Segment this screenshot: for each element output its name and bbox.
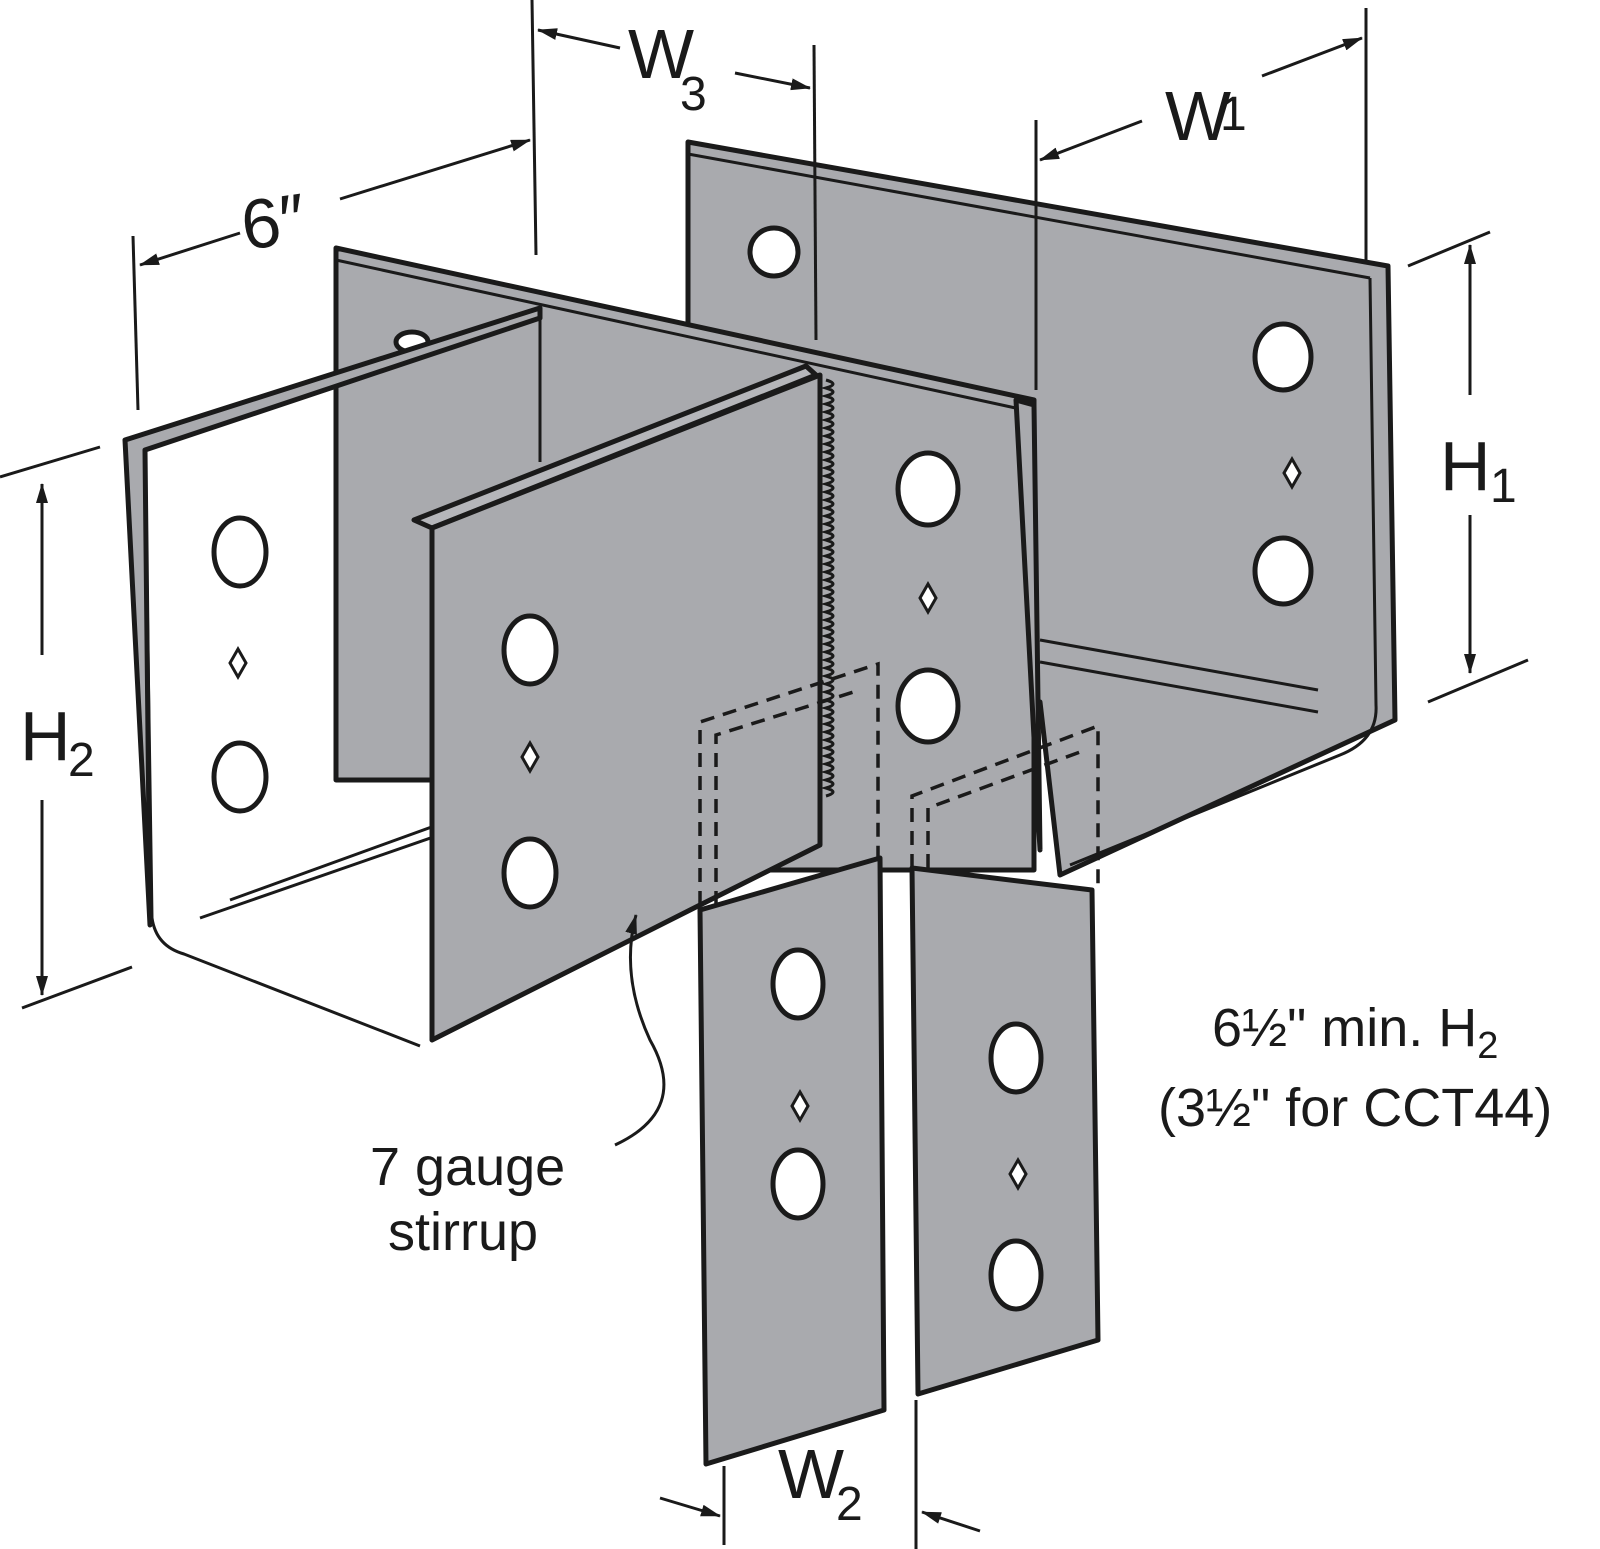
upper-stirrup-back <box>685 139 1398 878</box>
bolt-hole <box>770 1147 826 1221</box>
right-strap <box>909 865 1101 1397</box>
svg-text:6½" min. H2: 6½" min. H2 <box>1212 998 1498 1067</box>
stirrup-note-line2: stirrup <box>388 1202 538 1262</box>
stirrup-note-line1: 7 gauge <box>370 1137 565 1197</box>
bolt-hole <box>895 667 961 745</box>
bolt-hole <box>895 450 961 528</box>
depth-dimension-label: 6″ <box>236 179 310 265</box>
h1-sub: 1 <box>1490 460 1517 513</box>
w2-main: W <box>778 1435 844 1513</box>
lower-stirrup-front <box>411 363 835 1043</box>
min-h2-note-line2: (3½" for CCT44) <box>1158 1078 1552 1138</box>
w3-dimension-label: W 3 <box>628 15 707 121</box>
bolt-hole <box>211 740 269 814</box>
min-h2-note: 6½" min. H2 (3½" for CCT44) <box>1158 998 1552 1138</box>
w1-dimension-label: W 1 <box>1165 77 1247 155</box>
left-strap <box>697 855 887 1467</box>
w1-main: W <box>1165 77 1231 155</box>
h2-dimension-label: H 2 <box>20 697 95 787</box>
h1-dimension-label: H 1 <box>1440 427 1517 513</box>
bolt-hole <box>501 613 559 687</box>
bolt-hole <box>770 947 826 1021</box>
w1-sub: 1 <box>1220 88 1247 141</box>
h2-main: H <box>20 697 71 775</box>
min-h2-note-line1: 6½" min. H <box>1212 998 1477 1058</box>
bolt-hole <box>747 225 801 279</box>
hidden-strap-edges <box>698 661 1100 905</box>
bolt-hole <box>988 1021 1044 1095</box>
bolt-hole <box>1252 535 1314 607</box>
w3-sub: 3 <box>680 68 707 121</box>
lower-stirrup-right <box>1013 397 1043 853</box>
min-h2-note-line1-sub: 2 <box>1477 1025 1498 1067</box>
stirrup-note: 7 gauge stirrup <box>370 1137 565 1262</box>
bolt-hole <box>211 515 269 589</box>
h1-main: H <box>1440 427 1491 505</box>
w3-main: W <box>628 15 694 93</box>
h2-sub: 2 <box>68 734 95 787</box>
bolt-hole <box>1252 321 1314 393</box>
dimension-lines <box>0 0 1529 1549</box>
w2-sub: 2 <box>836 1478 863 1531</box>
bolt-hole <box>988 1238 1044 1312</box>
bolt-hole <box>501 836 559 910</box>
lower-stirrup-left <box>122 305 543 1048</box>
w2-dimension-label: W 2 <box>778 1435 863 1531</box>
